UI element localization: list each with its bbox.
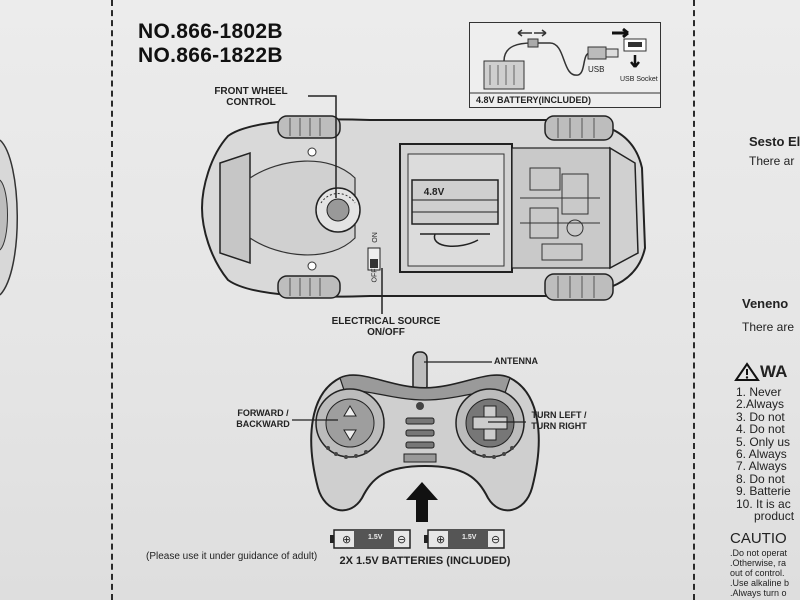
turn-left-right-label: TURN LEFT / TURN RIGHT (531, 410, 587, 431)
caution-item: out of control. (730, 568, 785, 578)
sesto-text: There ar (749, 154, 795, 168)
usb-charging-illustration (470, 27, 660, 94)
battery-1-icon: ⊕ ⊖ (330, 529, 411, 549)
antenna-callout-line (424, 361, 492, 363)
caution-item: .Otherwise, ra (730, 558, 787, 568)
model-number-2: NO.866-1822B (138, 44, 283, 67)
front-wheel-control-label: FRONT WHEEL CONTROL (214, 86, 288, 108)
svg-text:⊖: ⊖ (491, 534, 500, 546)
caution-item: .Always turn o (730, 588, 787, 598)
warning-item: 2.Always (736, 397, 785, 412)
insert-arrow-icon (406, 482, 438, 522)
dashed-cut-line-right (693, 0, 695, 600)
veneno-heading: Veneno (742, 296, 789, 311)
sesto-heading: Sesto El (749, 134, 800, 149)
warning-item: 5. Only us (736, 434, 791, 449)
dashed-cut-line-left (111, 0, 113, 600)
warning-item: 4. Do not (736, 422, 785, 437)
forward-backward-label: FORWARD / BACKWARD (236, 408, 290, 429)
battery-charging-diagram: USB USB Socket 4.8V BATTERY(INCLUDED) (469, 22, 661, 108)
right-page-column: Sesto El There ar Veneno There are WA 1.… (728, 0, 800, 600)
caution-item: .Do not operat (730, 548, 788, 558)
warning-item: 9. Batterie (736, 484, 791, 499)
usb-label: USB (588, 65, 605, 74)
warning-item: 7. Always (736, 459, 787, 474)
adult-guidance-note: (Please use it under guidance of adult) (146, 551, 318, 562)
electrical-source-label: ELECTRICAL SOURCE ON/OFF (331, 316, 441, 338)
warning-title: WA (760, 362, 788, 381)
battery-1-label: 1.5V (368, 534, 383, 541)
warning-item: 8. Do not (736, 471, 785, 486)
aa-battery-1: ⊕ ⊖ 1.5V (330, 528, 414, 550)
switch-callout-line (381, 268, 383, 314)
veneno-text: There are (742, 320, 795, 334)
battery-2-label: 1.5V (462, 534, 477, 541)
caution-title: CAUTIO (730, 530, 787, 547)
warning-item: 3. Do not (736, 409, 785, 424)
batteries-caption: 2X 1.5V BATTERIES (INCLUDED) (339, 555, 511, 567)
battery-box-label: 4.8V BATTERY(INCLUDED) (476, 95, 592, 105)
antenna-label: ANTENNA (494, 356, 538, 366)
model-number-1: NO.866-1802B (138, 20, 283, 43)
usb-socket-label: USB Socket (620, 76, 658, 83)
switch-on-label: ON (371, 232, 379, 243)
svg-text:⊕: ⊕ (342, 534, 351, 546)
battery-compartment-label: 4.8V (423, 187, 445, 198)
warning-item: 6. Always (736, 447, 787, 461)
car-top-view-diagram (200, 115, 647, 301)
turn-callout-line (488, 421, 526, 423)
warning-item: 1. Never (736, 385, 782, 399)
svg-text:⊕: ⊕ (436, 534, 445, 546)
front-wheel-callout-line (308, 95, 337, 198)
svg-text:⊖: ⊖ (397, 534, 406, 546)
forward-callout-line (292, 419, 338, 421)
aa-battery-2: ⊕ ⊖ 1.5V (424, 528, 508, 550)
warning-item: 10. It is ac (736, 496, 791, 511)
warning-item: product (754, 509, 795, 523)
caution-item: .Use alkaline b (730, 578, 790, 588)
remote-controller-diagram (310, 351, 540, 512)
battery-2-icon: ⊕ ⊖ (424, 529, 505, 549)
partial-car-drawing-left (0, 139, 18, 296)
warning-triangle-icon (734, 362, 760, 381)
